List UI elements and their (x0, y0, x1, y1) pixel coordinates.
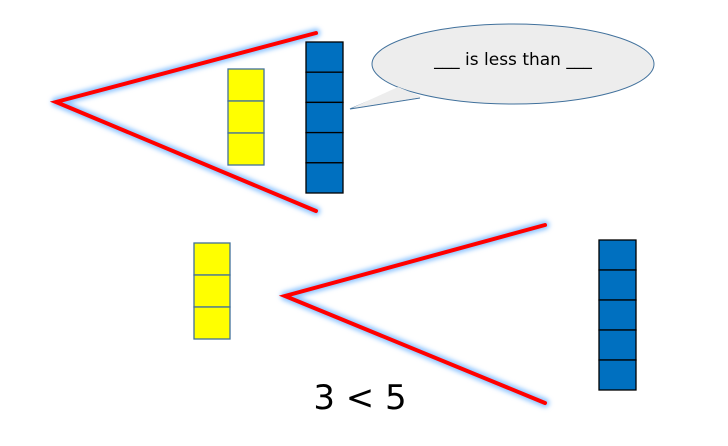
bottom-yellow-block (193, 306, 231, 340)
top-blue-block (305, 131, 344, 164)
bottom-yellow-block (193, 274, 231, 308)
top-blue-block (305, 41, 344, 73)
bottom-yellow-block (193, 242, 231, 276)
top-yellow-block (227, 100, 265, 134)
top-blue-block (305, 101, 344, 134)
top-symbol-glow (51, 28, 321, 216)
speech-bubble-text: ___ is less than ___ (434, 50, 592, 70)
block-stacks (193, 41, 637, 391)
speech-bubble (349, 23, 655, 110)
bottom-blue-block (598, 359, 637, 391)
top-blue-block (305, 71, 344, 104)
top-symbol-line (49, 31, 318, 213)
equation-text: 3 < 5 (313, 378, 407, 418)
top-less-than-symbol (49, 28, 321, 216)
top-blue-block (305, 162, 344, 194)
bottom-blue-block (598, 329, 637, 361)
bottom-symbol-line (278, 223, 547, 405)
bottom-blue-block (598, 239, 637, 271)
bottom-less-than-symbol (278, 220, 550, 408)
top-yellow-block (227, 68, 265, 102)
top-yellow-block (227, 132, 265, 166)
bottom-blue-block (598, 269, 637, 301)
bottom-blue-block (598, 299, 637, 331)
